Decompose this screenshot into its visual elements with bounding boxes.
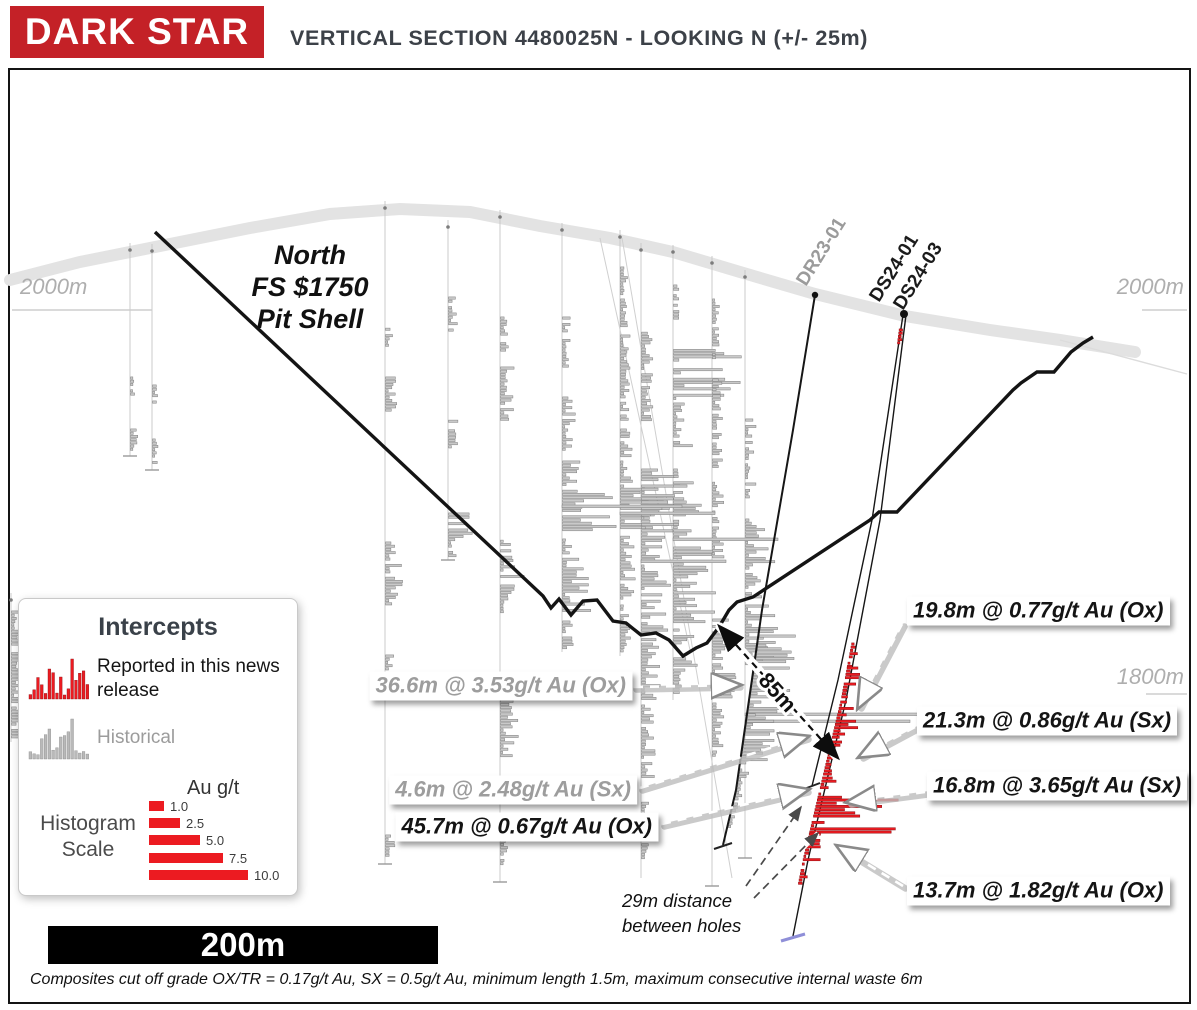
legend-item-new-release: Reported in this news release	[97, 656, 280, 701]
red-histogram-icon	[28, 658, 89, 700]
intercept-callout: 21.3m @ 0.86g/t Au (Sx)	[917, 706, 1178, 736]
scale-bar-1.0	[149, 801, 164, 811]
intercept-callout: 19.8m @ 0.77g/t Au (Ox)	[907, 596, 1170, 626]
intercept-callout: 16.8m @ 3.65g/t Au (Sx)	[927, 771, 1188, 801]
scale-bar-label: 200m	[200, 926, 286, 963]
scale-bar: 200m	[48, 926, 438, 964]
elevation-label: 2000m	[1116, 274, 1184, 299]
legend-box: Intercepts Reported in this news release…	[18, 598, 298, 896]
gray-histogram-icon	[28, 718, 89, 760]
au-grade-label: Au g/t	[187, 777, 240, 799]
scale-value: 1.0	[170, 799, 189, 814]
scale-bar-5.0	[149, 835, 200, 846]
histogram-scale-label: Histogram Scale	[40, 812, 136, 861]
dark-star-logo: DARK STAR	[10, 6, 264, 58]
elevation-label: 2000m	[20, 274, 88, 299]
intercept-callout: 4.6m @ 2.48g/t Au (Sx)	[389, 775, 637, 805]
scale-value: 7.5	[229, 850, 248, 866]
scale-value: 5.0	[206, 833, 225, 849]
section-title: VERTICAL SECTION 4480025N - LOOKING N (+…	[290, 26, 868, 50]
distance-29m-label: 29m distance between holes	[622, 890, 742, 936]
intercept-callout: 13.7m @ 1.82g/t Au (Ox)	[907, 876, 1170, 906]
scale-bar-10.0	[149, 869, 248, 880]
scale-bar-2.5	[149, 818, 180, 829]
legend-item-historical: Historical	[97, 727, 176, 748]
scale-value: 10.0	[254, 867, 280, 883]
scale-value: 2.5	[186, 816, 205, 832]
elevation-label: 1800m	[1116, 664, 1184, 689]
composites-footnote: Composites cut off grade OX/TR = 0.17g/t…	[30, 971, 923, 988]
scale-bar-7.5	[149, 852, 223, 863]
legend-title: Intercepts	[98, 613, 218, 641]
intercept-callout: 45.7m @ 0.67g/t Au (Ox)	[395, 812, 658, 842]
intercept-callout: 36.6m @ 3.53g/t Au (Ox)	[369, 671, 632, 701]
pit-shell-label: North FS $1750 Pit Shell	[251, 240, 369, 334]
